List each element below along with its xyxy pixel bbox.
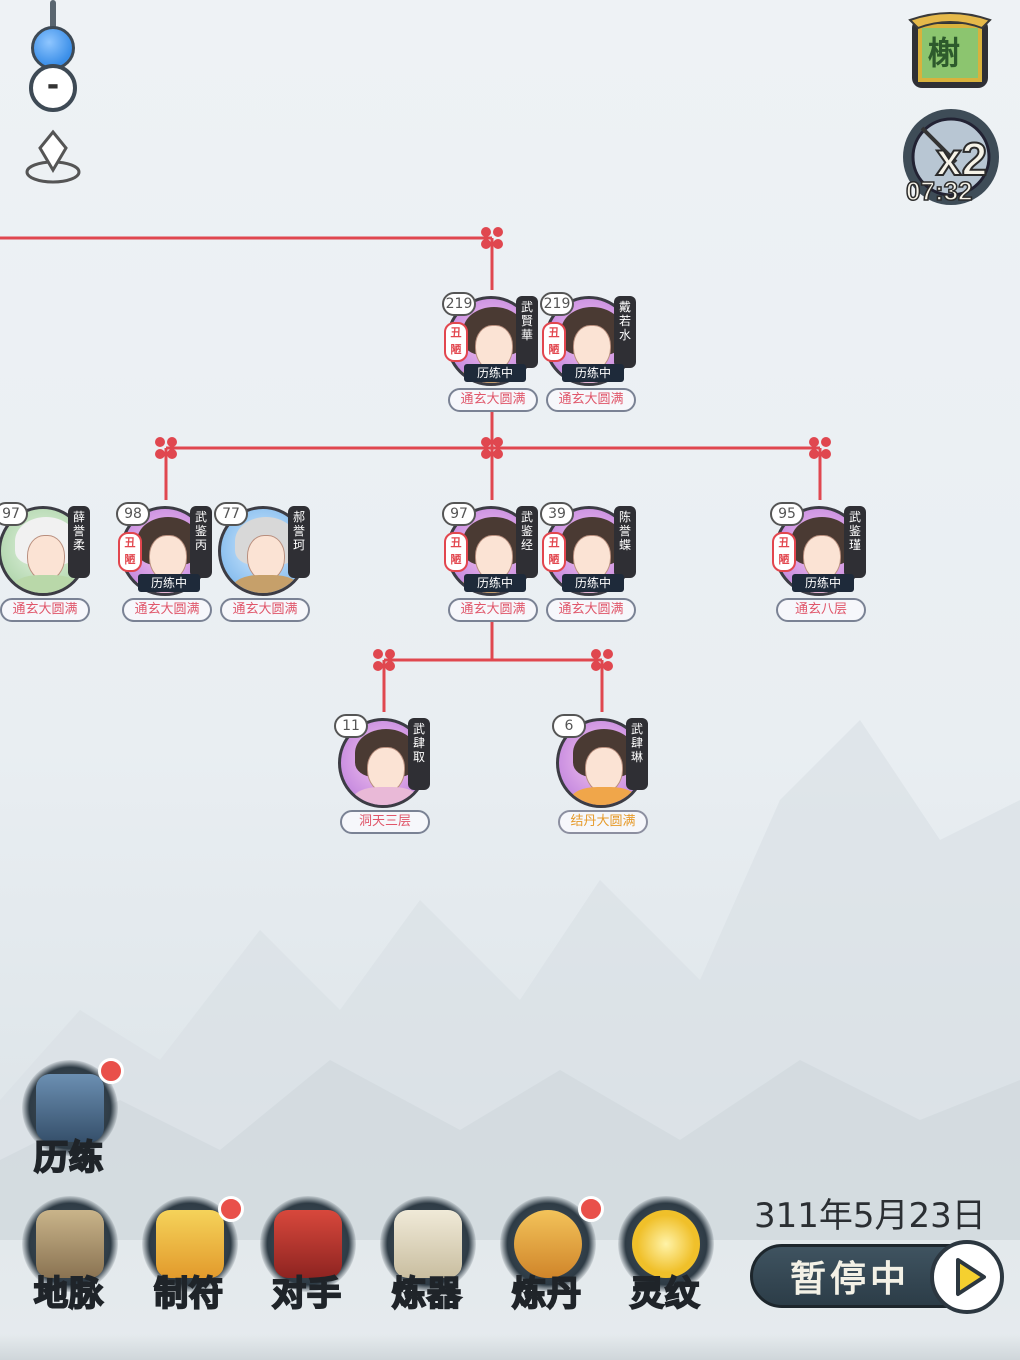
realm-label: 通玄大圆满 <box>448 598 538 622</box>
training-button[interactable]: 历练 <box>14 1058 124 1190</box>
age-badge: 219 <box>442 292 476 316</box>
age-badge: 6 <box>552 714 586 738</box>
tab-label: 炼丹 <box>511 1273 582 1315</box>
realm-label: 通玄大圆满 <box>546 598 636 622</box>
tab-talisman[interactable]: 制符 <box>134 1196 244 1326</box>
notification-dot <box>98 1058 124 1084</box>
realm-label: 通玄大圆满 <box>448 388 538 412</box>
mountain-background <box>0 720 1020 1240</box>
game-date: 311年5月23日 <box>754 1196 986 1236</box>
name-tag: 陈誉蝶 <box>614 506 636 578</box>
play-icon <box>956 1258 986 1296</box>
map-glyph: 榭 <box>928 34 961 72</box>
status-label: 历练中 <box>464 364 526 382</box>
status-label: 历练中 <box>464 574 526 592</box>
play-button[interactable] <box>930 1240 1004 1314</box>
realm-label: 结丹大圆满 <box>558 810 648 834</box>
name-tag: 戴若水 <box>614 296 636 368</box>
tab-label: 灵纹 <box>629 1273 700 1315</box>
member-card[interactable]: 219 戴若水 丑陋 历练中 通玄大圆满 <box>540 290 640 420</box>
member-card[interactable]: 77 郝誉珂 通玄大圆满 <box>214 500 314 630</box>
trait-mark: 丑陋 <box>542 532 566 572</box>
realm-label: 通玄大圆满 <box>0 598 90 622</box>
zoom-slider-track[interactable] <box>50 0 56 40</box>
trait-mark: 丑陋 <box>542 322 566 362</box>
tab-label: 炼器 <box>391 1273 462 1315</box>
age-badge: 39 <box>540 502 574 526</box>
status-label: 历练中 <box>562 574 624 592</box>
name-tag: 武鉴经 <box>516 506 538 578</box>
member-card[interactable]: 6 武肆琳 结丹大圆满 <box>552 712 652 842</box>
status-label: 历练中 <box>792 574 854 592</box>
name-tag: 薛誉柔 <box>68 506 90 578</box>
realm-label: 通玄大圆满 <box>220 598 310 622</box>
tab-label: 对手 <box>271 1273 342 1315</box>
age-badge: 95 <box>770 502 804 526</box>
member-card[interactable]: 97 薛誉柔 通玄大圆满 <box>0 500 94 630</box>
zoom-out-button[interactable]: - <box>29 64 77 112</box>
age-badge: 97 <box>0 502 28 526</box>
realm-label: 洞天三层 <box>340 810 430 834</box>
member-card[interactable]: 219 武賢華 丑陋 历练中 通玄大圆满 <box>442 290 542 420</box>
member-card[interactable]: 97 武鉴经 丑陋 历练中 通玄大圆满 <box>442 500 542 630</box>
bottom-menu-strip <box>0 1334 1020 1360</box>
tab-label: 制符 <box>153 1273 224 1315</box>
age-badge: 219 <box>540 292 574 316</box>
tab-label: 地脉 <box>33 1273 104 1315</box>
name-tag: 武肆琳 <box>626 718 648 790</box>
trait-mark: 丑陋 <box>444 532 468 572</box>
age-badge: 98 <box>116 502 150 526</box>
trait-mark: 丑陋 <box>772 532 796 572</box>
tab-alchemy[interactable]: 炼丹 <box>492 1196 604 1326</box>
pause-label: 暂停中 <box>790 1259 911 1300</box>
name-tag: 武賢華 <box>516 296 538 368</box>
name-tag: 郝誉珂 <box>288 506 310 578</box>
training-label: 历练 <box>33 1137 104 1179</box>
trait-mark: 丑陋 <box>118 532 142 572</box>
map-scroll-button[interactable] <box>906 6 994 94</box>
realm-label: 通玄大圆满 <box>122 598 212 622</box>
member-card[interactable]: 39 陈誉蝶 丑陋 历练中 通玄大圆满 <box>540 500 640 630</box>
member-card[interactable]: 11 武肆取 洞天三层 <box>334 712 434 842</box>
name-tag: 武鉴瑾 <box>844 506 866 578</box>
tab-artifact-forging[interactable]: 炼器 <box>372 1196 482 1326</box>
locate-icon[interactable] <box>24 126 82 186</box>
tab-earth-vein[interactable]: 地脉 <box>14 1196 124 1326</box>
tab-spirit-pattern[interactable]: 灵纹 <box>610 1196 720 1326</box>
name-tag: 武鉴丙 <box>190 506 212 578</box>
age-badge: 11 <box>334 714 368 738</box>
member-card[interactable]: 98 武鉴丙 丑陋 历练中 通玄大圆满 <box>116 500 216 630</box>
zoom-slider-knob[interactable] <box>31 26 75 70</box>
tab-opponent[interactable]: 对手 <box>252 1196 362 1326</box>
speed-toggle-button[interactable] <box>898 104 1004 210</box>
notification-dot <box>218 1196 244 1222</box>
trait-mark: 丑陋 <box>444 322 468 362</box>
realm-label: 通玄八层 <box>776 598 866 622</box>
status-label: 历练中 <box>562 364 624 382</box>
realm-label: 通玄大圆满 <box>546 388 636 412</box>
member-card[interactable]: 95 武鉴瑾 丑陋 历练中 通玄八层 <box>770 500 870 630</box>
notification-dot <box>578 1196 604 1222</box>
speed-timer: 07:32 <box>905 175 973 207</box>
status-label: 历练中 <box>138 574 200 592</box>
speed-label: x2 <box>935 132 988 186</box>
age-badge: 77 <box>214 502 248 526</box>
age-badge: 97 <box>442 502 476 526</box>
name-tag: 武肆取 <box>408 718 430 790</box>
